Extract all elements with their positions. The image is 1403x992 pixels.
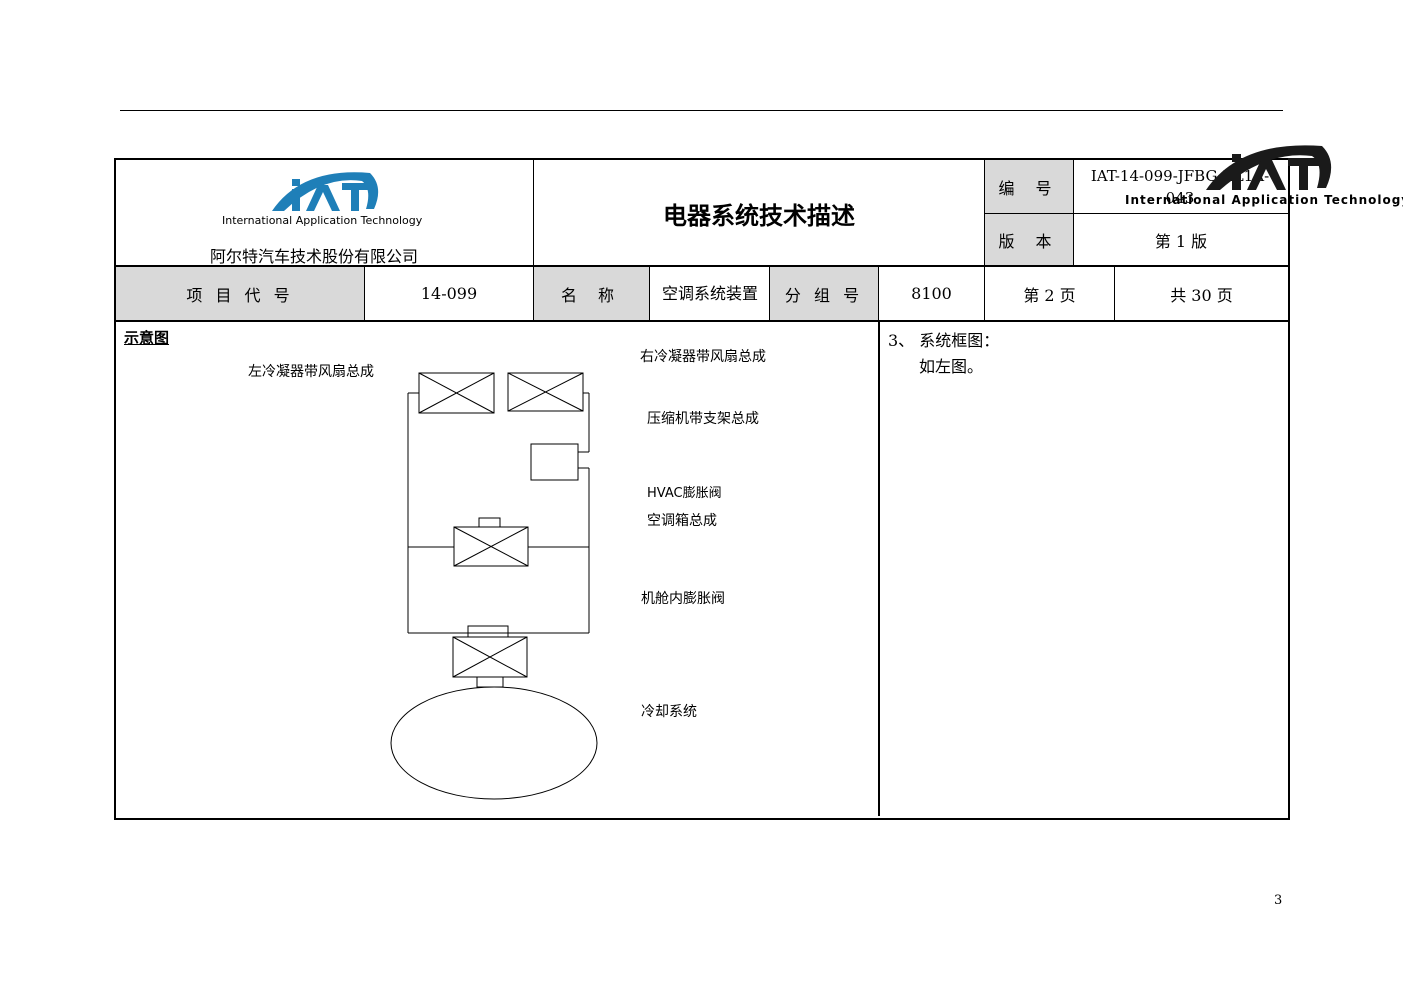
label-compressor: 压缩机带支架总成 — [647, 411, 759, 427]
group-value: 8100 — [911, 284, 952, 303]
info-vline-5 — [878, 267, 879, 320]
doc-title: 电器系统技术描述 — [663, 202, 855, 230]
page-total: 共 30 页 — [1170, 285, 1233, 305]
info-divider — [116, 320, 1288, 322]
label-left-condenser: 左冷凝器带风扇总成 — [248, 364, 374, 380]
company-name: 阿尔特汽车技术股份有限公司 — [210, 247, 419, 266]
connector-box — [476, 676, 504, 688]
header-divider — [116, 265, 1288, 267]
system-diagram — [390, 372, 598, 800]
code-label: 编 号 — [985, 160, 1073, 213]
top-rule — [120, 110, 1283, 111]
body-vline — [878, 322, 880, 816]
info-vline-4 — [769, 267, 770, 320]
label-cabin-valve: 机舱内膨胀阀 — [641, 591, 725, 607]
right-panel-heading: 3、 系统框图： — [888, 331, 1000, 350]
project-code-value: 14-099 — [420, 284, 478, 303]
iat-logo — [262, 165, 380, 215]
iat-logo-right — [1196, 138, 1336, 194]
info-vline-6 — [984, 267, 985, 320]
name-value: 空调系统装置 — [662, 284, 759, 303]
logo-tagline-right: International Application Technology — [1125, 193, 1403, 207]
right-panel-body: 如左图。 — [919, 357, 984, 376]
diagram-section-title: 示意图 — [124, 329, 170, 347]
page-current: 第 2 页 — [1023, 285, 1076, 305]
right-condenser-box — [507, 372, 584, 412]
logo-tagline: International Application Technology — [222, 214, 423, 227]
info-vline-2 — [533, 267, 534, 320]
label-ac-box: 空调箱总成 — [647, 513, 717, 529]
label-cooling: 冷却系统 — [641, 704, 697, 720]
header-mid-hline — [984, 213, 1288, 214]
hvac-valve-box — [478, 517, 501, 528]
document-frame — [114, 158, 1290, 820]
group-label: 分 组 号 — [770, 267, 878, 320]
page-number: 3 — [1274, 893, 1283, 908]
project-code-label: 项 目 代 号 — [116, 267, 364, 320]
iat-logo-icon — [272, 172, 379, 211]
name-label: 名 称 — [534, 267, 649, 320]
info-vline-1 — [364, 267, 365, 320]
version-value: 第 1 版 — [1154, 231, 1208, 251]
iat-logo-right-icon — [1206, 145, 1332, 190]
version-label: 版 本 — [985, 214, 1073, 265]
info-vline-7 — [1114, 267, 1115, 320]
label-hvac-valve: HVAC膨胀阀 — [647, 486, 722, 501]
label-right-condenser: 右冷凝器带风扇总成 — [640, 349, 766, 365]
cooling-system-ellipse — [390, 686, 598, 800]
header-vline-1 — [533, 160, 534, 266]
info-vline-3 — [649, 267, 650, 320]
cabin-valve-box — [467, 625, 509, 638]
compressor-box — [530, 443, 579, 481]
